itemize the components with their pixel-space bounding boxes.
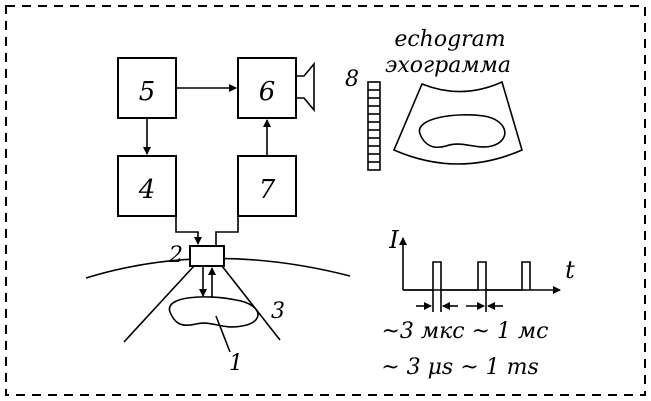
echogram-title-en: echogram: [394, 27, 505, 52]
echogram-object: [418, 114, 506, 149]
block-6: 6: [237, 57, 297, 119]
echogram-sector: [392, 80, 523, 165]
arrow-transducer-to-7: [212, 216, 239, 253]
pulse-x-label: t: [565, 256, 575, 284]
block-4-label: 4: [138, 175, 156, 205]
block-7-label: 7: [259, 175, 276, 205]
pulse-chart: I t ~3 мкс ~ 1 мс ~ 3 μs ~ 1 ms: [381, 226, 575, 380]
array-label: 8: [345, 67, 359, 92]
transducer-array: [367, 81, 381, 171]
transducer-label: 2: [168, 243, 183, 268]
echogram-title-ru: эхограмма: [385, 53, 511, 78]
arrow-4-to-transducer: [175, 216, 202, 245]
object-shape: [168, 296, 259, 328]
pulse-y-label: I: [388, 226, 399, 254]
beam-right: [221, 265, 281, 341]
beam-left: [123, 265, 195, 343]
transducer: [189, 245, 225, 267]
dashed-frame: [5, 5, 646, 396]
period-label-ru: ~ 1 мс: [472, 319, 549, 344]
block-4: 4: [117, 155, 177, 217]
pulse-train: [403, 261, 531, 291]
beam-label: 3: [271, 299, 285, 324]
block-7: 7: [237, 155, 297, 217]
pulse-width-label-ru: ~3 мкс: [381, 319, 464, 344]
object-leader-line: [215, 315, 231, 353]
block-6-label: 6: [259, 77, 276, 107]
block-5: 5: [117, 57, 177, 119]
object-label: 1: [229, 351, 243, 376]
timing-label-en: ~ 3 μs ~ 1 ms: [381, 355, 539, 380]
speaker-icon: [296, 61, 315, 113]
block-5-label: 5: [139, 77, 156, 107]
